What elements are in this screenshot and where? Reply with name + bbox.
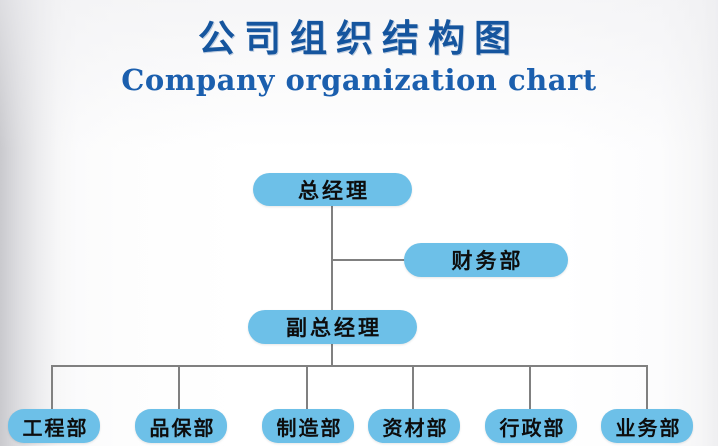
node-department-sales[interactable]: 业务部: [601, 409, 693, 443]
node-finance-department[interactable]: 财务部: [404, 243, 568, 277]
page-title-english: Company organization chart: [121, 63, 597, 97]
node-department-quality-assurance[interactable]: 品保部: [135, 409, 227, 443]
connector-gm-to-dgm: [331, 206, 333, 311]
connector-drop-dept6: [646, 365, 648, 411]
node-general-manager[interactable]: 总经理: [253, 173, 412, 206]
connector-drop-dept3: [306, 365, 308, 411]
connector-dgm-to-bus: [331, 344, 333, 366]
page-title-chinese: 公司组织结构图: [198, 16, 520, 60]
node-department-engineering[interactable]: 工程部: [8, 409, 100, 443]
node-department-materials[interactable]: 资材部: [368, 409, 460, 443]
node-deputy-general-manager[interactable]: 副总经理: [248, 310, 417, 344]
connector-drop-dept2: [178, 365, 180, 411]
chart-title-block: 公司组织结构图 Company organization chart: [0, 16, 718, 98]
connector-drop-dept5: [529, 365, 531, 411]
connector-gm-to-finance: [331, 259, 405, 261]
connector-department-bus: [51, 365, 648, 367]
node-department-administration[interactable]: 行政部: [485, 409, 577, 443]
connector-drop-dept1: [51, 365, 53, 411]
node-department-manufacturing[interactable]: 制造部: [262, 409, 354, 443]
connector-drop-dept4: [412, 365, 414, 411]
